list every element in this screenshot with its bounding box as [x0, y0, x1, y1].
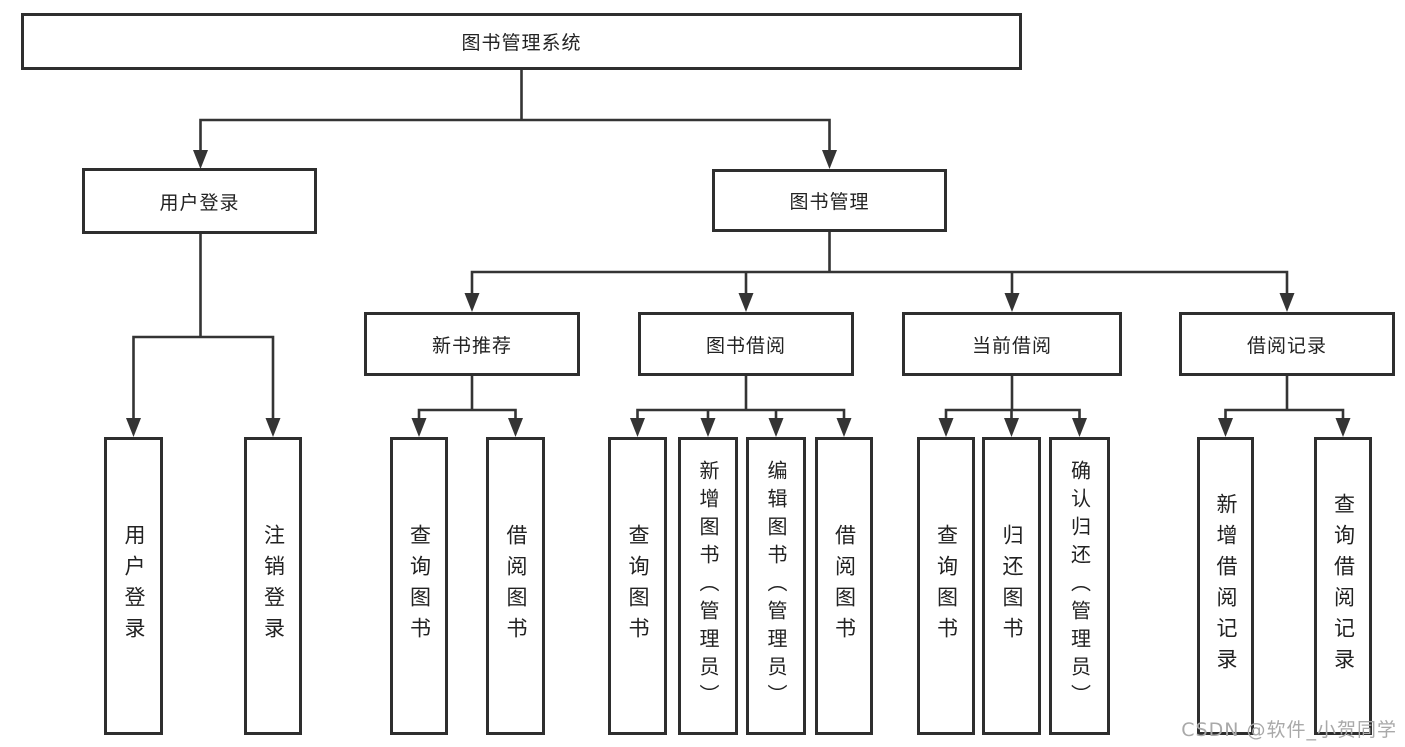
node-current-borrowing: 当前借阅	[902, 312, 1122, 376]
node-library-management-system: 图书管理系统	[21, 13, 1022, 70]
node-book-borrowing: 图书借阅	[638, 312, 854, 376]
node-query-books-3: 查询图书	[917, 437, 975, 735]
node-logout-action: 注销登录	[244, 437, 302, 735]
node-add-borrow-record: 新增借阅记录	[1197, 437, 1254, 735]
node-book-management-module: 图书管理	[712, 169, 947, 232]
csdn-watermark: CSDN @软件_小贺同学	[1181, 719, 1397, 741]
node-borrow-books-2: 借阅图书	[815, 437, 873, 735]
node-user-login-module: 用户登录	[82, 168, 317, 234]
node-label: 新增借阅记录	[1214, 493, 1238, 679]
node-query-books-1: 查询图书	[390, 437, 448, 735]
node-label: 图书管理系统	[461, 32, 582, 54]
node-borrowing-records: 借阅记录	[1179, 312, 1395, 376]
node-return-book: 归还图书	[982, 437, 1041, 735]
node-label: 用户登录	[159, 191, 240, 214]
node-user-login-action: 用户登录	[104, 437, 163, 735]
node-confirm-return-admin: 确认归还（管理员）	[1049, 437, 1110, 735]
node-label: 查询图书	[407, 524, 432, 648]
node-query-borrow-record: 查询借阅记录	[1314, 437, 1372, 735]
node-label: 注销登录	[261, 524, 286, 648]
node-new-book-recommend: 新书推荐	[364, 312, 580, 376]
node-label: 新增图书（管理员）	[696, 460, 720, 712]
node-label: 借阅图书	[504, 524, 528, 648]
node-label: 借阅记录	[1246, 334, 1327, 357]
node-label: 归还图书	[1000, 524, 1024, 648]
node-edit-book-admin: 编辑图书（管理员）	[746, 437, 806, 735]
node-borrow-books-1: 借阅图书	[486, 437, 545, 735]
node-label: 查询图书	[626, 524, 650, 648]
node-label: 编辑图书（管理员）	[764, 460, 788, 712]
node-label: 图书管理	[789, 191, 870, 213]
node-query-books-2: 查询图书	[608, 437, 667, 735]
node-add-book-admin: 新增图书（管理员）	[678, 437, 738, 735]
node-label: 查询图书	[934, 524, 959, 648]
node-label: 图书借阅	[705, 334, 786, 357]
node-label: 确认归还（管理员）	[1067, 460, 1092, 712]
node-label: 查询借阅记录	[1331, 493, 1356, 679]
node-label: 当前借阅	[971, 334, 1052, 357]
node-label: 用户登录	[122, 524, 146, 648]
node-label: 借阅图书	[832, 524, 857, 648]
node-label: 新书推荐	[431, 334, 512, 357]
